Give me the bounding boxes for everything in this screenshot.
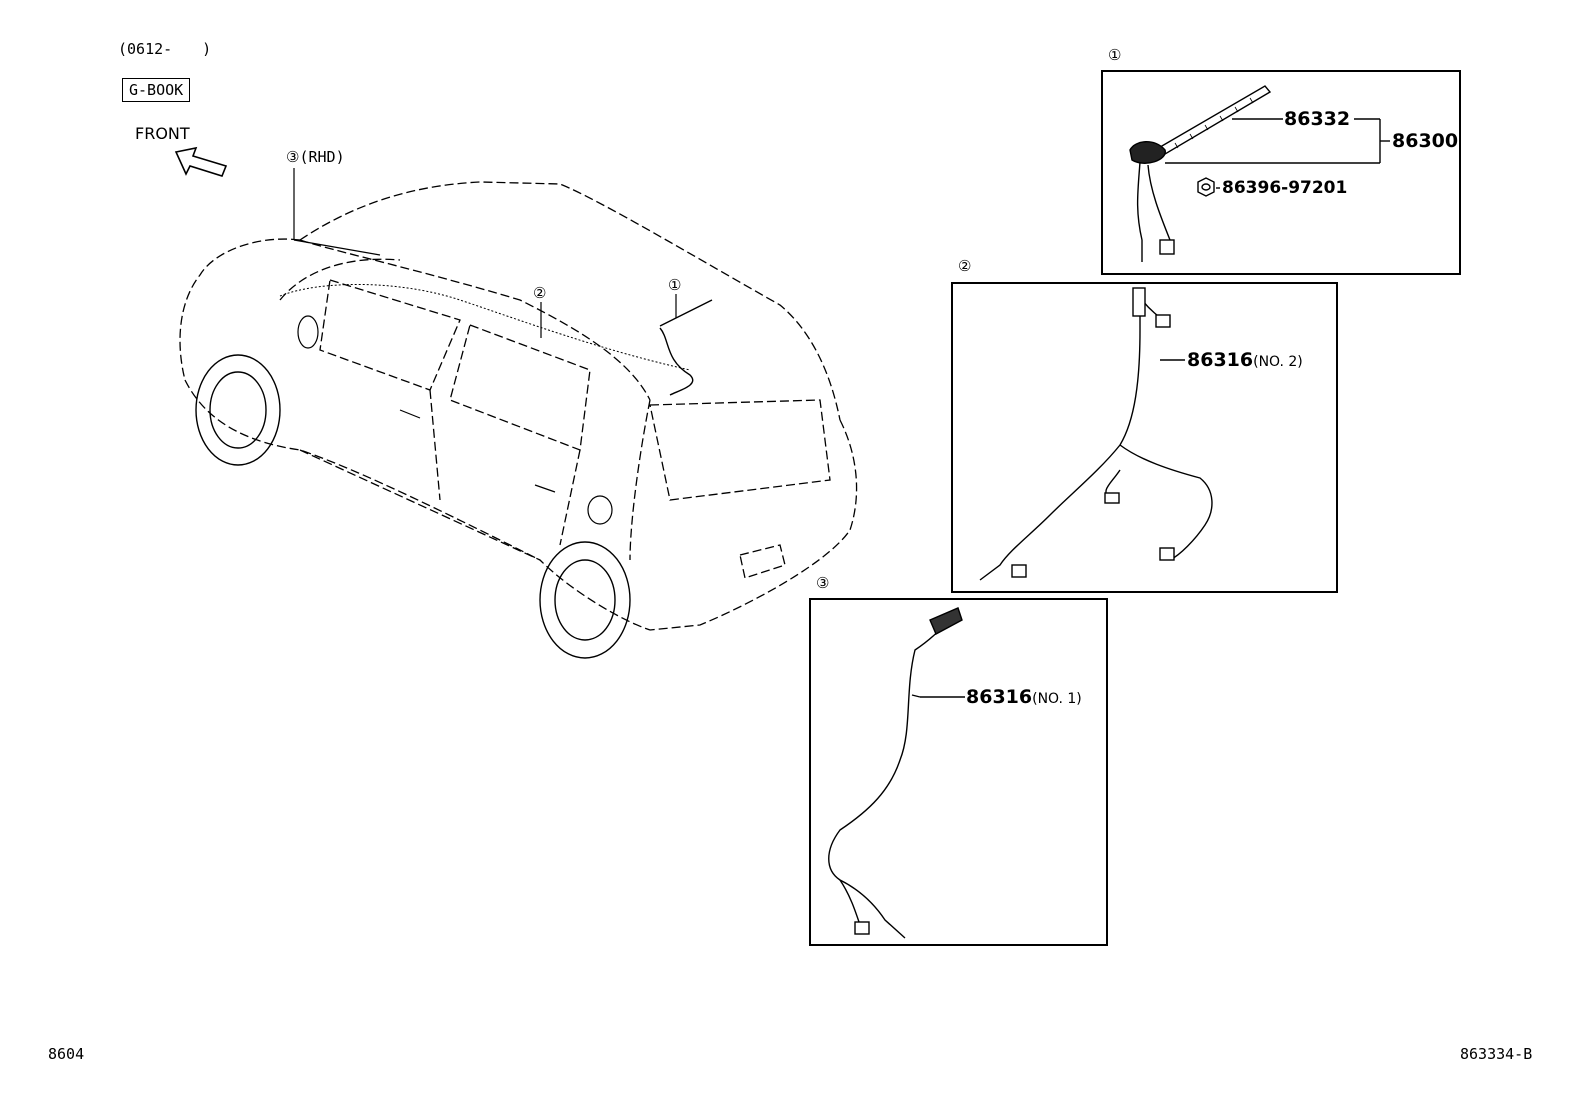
part-note: (NO. 2) [1253,354,1303,370]
callout-leaders [293,168,677,338]
vehicle-illustration [179,181,858,631]
antenna-assembly-icon [1129,85,1272,262]
part-number: 86316 [966,686,1033,708]
part-number: 86316 [1187,349,1254,371]
part-86316-no2: 86316(NO. 2) [1187,351,1303,370]
part-86396-97201: 86396-97201 [1222,178,1348,198]
vehicle-details [297,315,613,525]
wheel-rear [539,541,631,659]
vehicle-callout-2: ② [533,286,546,301]
panel-3-box [809,598,1108,946]
harness-no1-icon [828,607,965,939]
panel-1-ref: ① [1108,46,1122,64]
date-range: (0612- ) [118,40,212,58]
part-86332: 86332 [1284,108,1351,130]
callout-ref: ② [533,284,547,302]
panel-3-ref: ③ [816,574,830,592]
panel-1-box [1101,70,1461,275]
part-note: (NO. 1) [1032,691,1082,707]
callout-suffix: (RHD) [299,148,345,166]
front-label: FRONT [135,124,190,143]
part-86300: 86300 [1392,130,1459,152]
panel-2-box [951,282,1338,593]
footer-left-code: 8604 [48,1045,85,1063]
wheel-front [195,354,281,466]
option-tag: G-BOOK [122,78,191,102]
callout-ref: ③ [286,148,300,166]
part-86316-no1: 86316(NO. 1) [966,688,1082,707]
roof-harness-line [279,284,691,371]
harness-no2-icon [979,287,1213,581]
footer-right-code: 863334-B [1460,1045,1533,1063]
front-arrow-icon [174,146,228,177]
vehicle-callout-1: ① [668,278,681,293]
panel-2-ref: ② [958,257,972,275]
callout-ref: ① [668,276,682,294]
vehicle-callout-3: ③(RHD) [286,150,345,165]
roof-antenna-icon [659,299,713,396]
panel1-leaders [1165,118,1390,189]
